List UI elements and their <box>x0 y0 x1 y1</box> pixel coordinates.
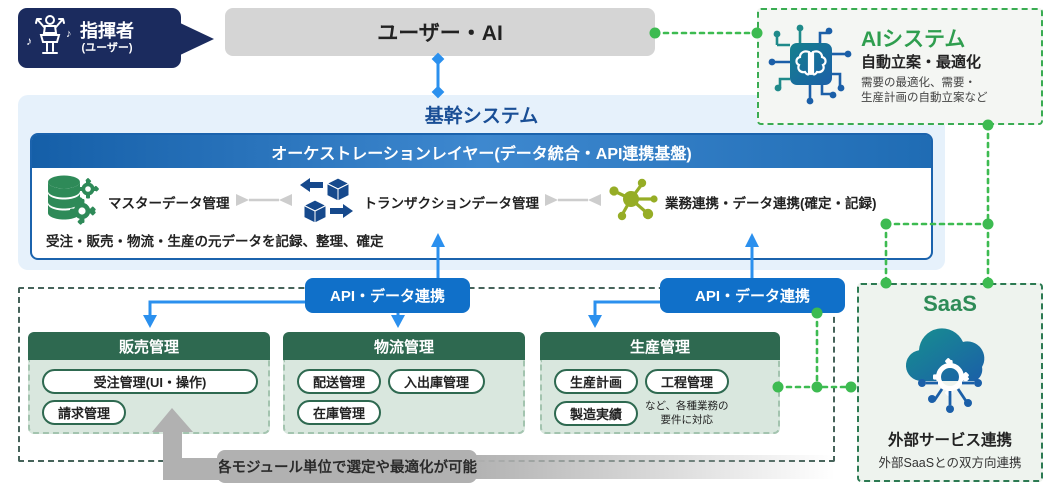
pill-process-management: 工程管理 <box>645 369 730 394</box>
module-production-header: 生産管理 <box>540 332 780 360</box>
conductor-badge: ♪ ♪ 指揮者 (ユーザー) <box>18 8 181 68</box>
badge-pointer <box>178 22 214 56</box>
network-hub-icon <box>607 177 659 228</box>
layer-item-business-linkage: 業務連携・データ連携(確定・記録) <box>607 177 877 228</box>
cubes-transfer-icon <box>298 173 358 232</box>
saas-box: SaaS <box>857 283 1043 482</box>
conductor-icon: ♪ ♪ <box>24 11 76 66</box>
database-gears-icon <box>44 173 102 232</box>
module-logistics-header: 物流管理 <box>283 332 525 360</box>
module-sales-header: 販売管理 <box>28 332 270 360</box>
module-sales: 販売管理 受注管理(UI・操作) 請求管理 <box>28 332 270 434</box>
core-system-title: 基幹システム <box>424 106 539 127</box>
module-production: 生産管理 生産計画 工程管理 製造実績 など、各種業務の 要件に対応 <box>540 332 780 434</box>
layer-item-master-data: マスターデータ管理 <box>44 173 230 232</box>
module-sales-body: 受注管理(UI・操作) 請求管理 <box>28 360 270 434</box>
saas-subtitle: 外部サービス連携 <box>887 432 1012 449</box>
module-production-note: など、各種業務の 要件に対応 <box>645 400 728 427</box>
svg-text:♪: ♪ <box>26 34 32 48</box>
bidirectional-connector-icon <box>545 192 601 213</box>
ai-box-desc-line1: 需要の最適化、需要・ <box>861 77 976 90</box>
ai-box-subtitle: 自動立案・最適化 <box>861 54 982 72</box>
orchestration-layer-header: オーケストレーションレイヤー(データ統合・API連携基盤) <box>32 135 931 168</box>
user-ai-label: ユーザー・AI <box>377 22 503 45</box>
api-data-link-button-left: API・データ連携 <box>305 278 470 313</box>
user-core-link <box>431 52 445 99</box>
note-line1: など、各種業務の <box>645 400 729 412</box>
svg-text:♪: ♪ <box>66 28 72 40</box>
module-production-body: 生産計画 工程管理 製造実績 など、各種業務の 要件に対応 <box>540 360 780 434</box>
badge-title: 指揮者 <box>80 21 134 42</box>
ribbon-label: 各モジュール単位で選定や最適化が可能 <box>217 460 477 476</box>
module-title: 物流管理 <box>373 338 434 356</box>
cloud-gear-icon <box>888 317 1012 426</box>
user-ai-bar: ユーザー・AI <box>225 8 655 56</box>
module-logistics: 物流管理 配送管理 入出庫管理 在庫管理 <box>283 332 525 434</box>
bidirectional-connector-icon <box>235 192 292 213</box>
pill-production-planning: 生産計画 <box>554 369 639 394</box>
module-title: 販売管理 <box>118 338 179 356</box>
orchestration-layer-box: オーケストレーションレイヤー(データ統合・API連携基盤) <box>30 133 933 260</box>
pill-manufacturing-results: 製造実績 <box>554 401 639 427</box>
ai-box-desc-line2: 生産計画の自動立案など <box>861 92 988 105</box>
layer-item-label: トランザクションデータ管理 <box>363 196 540 211</box>
core-system-box: 基幹システム オーケストレーションレイヤー(データ統合・API連携基盤) <box>18 95 945 270</box>
pill-in-out-warehouse-management: 入出庫管理 <box>388 369 486 394</box>
note-line2: 要件に対応 <box>660 413 714 426</box>
pill-billing-management: 請求管理 <box>42 400 127 425</box>
core-footnote: 受注・販売・物流・生産の元データを記録、整理、確定 <box>46 234 384 249</box>
orchestration-layer-label: オーケストレーションレイヤー(データ統合・API連携基盤) <box>271 145 692 163</box>
pill-order-management: 受注管理(UI・操作) <box>42 369 258 394</box>
ai-chip-icon <box>765 16 857 117</box>
module-title: 生産管理 <box>629 338 690 356</box>
ai-system-box: AIシステム 自動立案・最適化 需要の最適化、需要・ 生産計画の自動立案など <box>757 8 1043 125</box>
module-logistics-body: 配送管理 入出庫管理 在庫管理 <box>283 360 525 434</box>
pill-inventory-management: 在庫管理 <box>297 400 382 425</box>
api-data-link-label: API・データ連携 <box>694 288 810 305</box>
module-selection-ribbon: 各モジュール単位で選定や最適化が可能 <box>217 450 477 483</box>
orchestration-items-row: マスターデータ管理 <box>32 172 931 232</box>
api-data-link-label: API・データ連携 <box>329 288 445 305</box>
api-data-link-button-right: API・データ連携 <box>660 278 845 313</box>
saas-title: SaaS <box>923 291 977 316</box>
layer-item-transaction-data: トランザクションデータ管理 <box>298 173 540 232</box>
layer-item-label: マスターデータ管理 <box>108 196 230 211</box>
ai-box-title: AIシステム <box>861 27 966 51</box>
pill-delivery-management: 配送管理 <box>297 369 382 394</box>
layer-item-label: 業務連携・データ連携(確定・記録) <box>665 196 877 211</box>
badge-subtitle: (ユーザー) <box>81 42 133 55</box>
saas-desc: 外部SaaSとの双方向連携 <box>878 456 1022 470</box>
ribbon-gradient-tail <box>470 455 835 479</box>
